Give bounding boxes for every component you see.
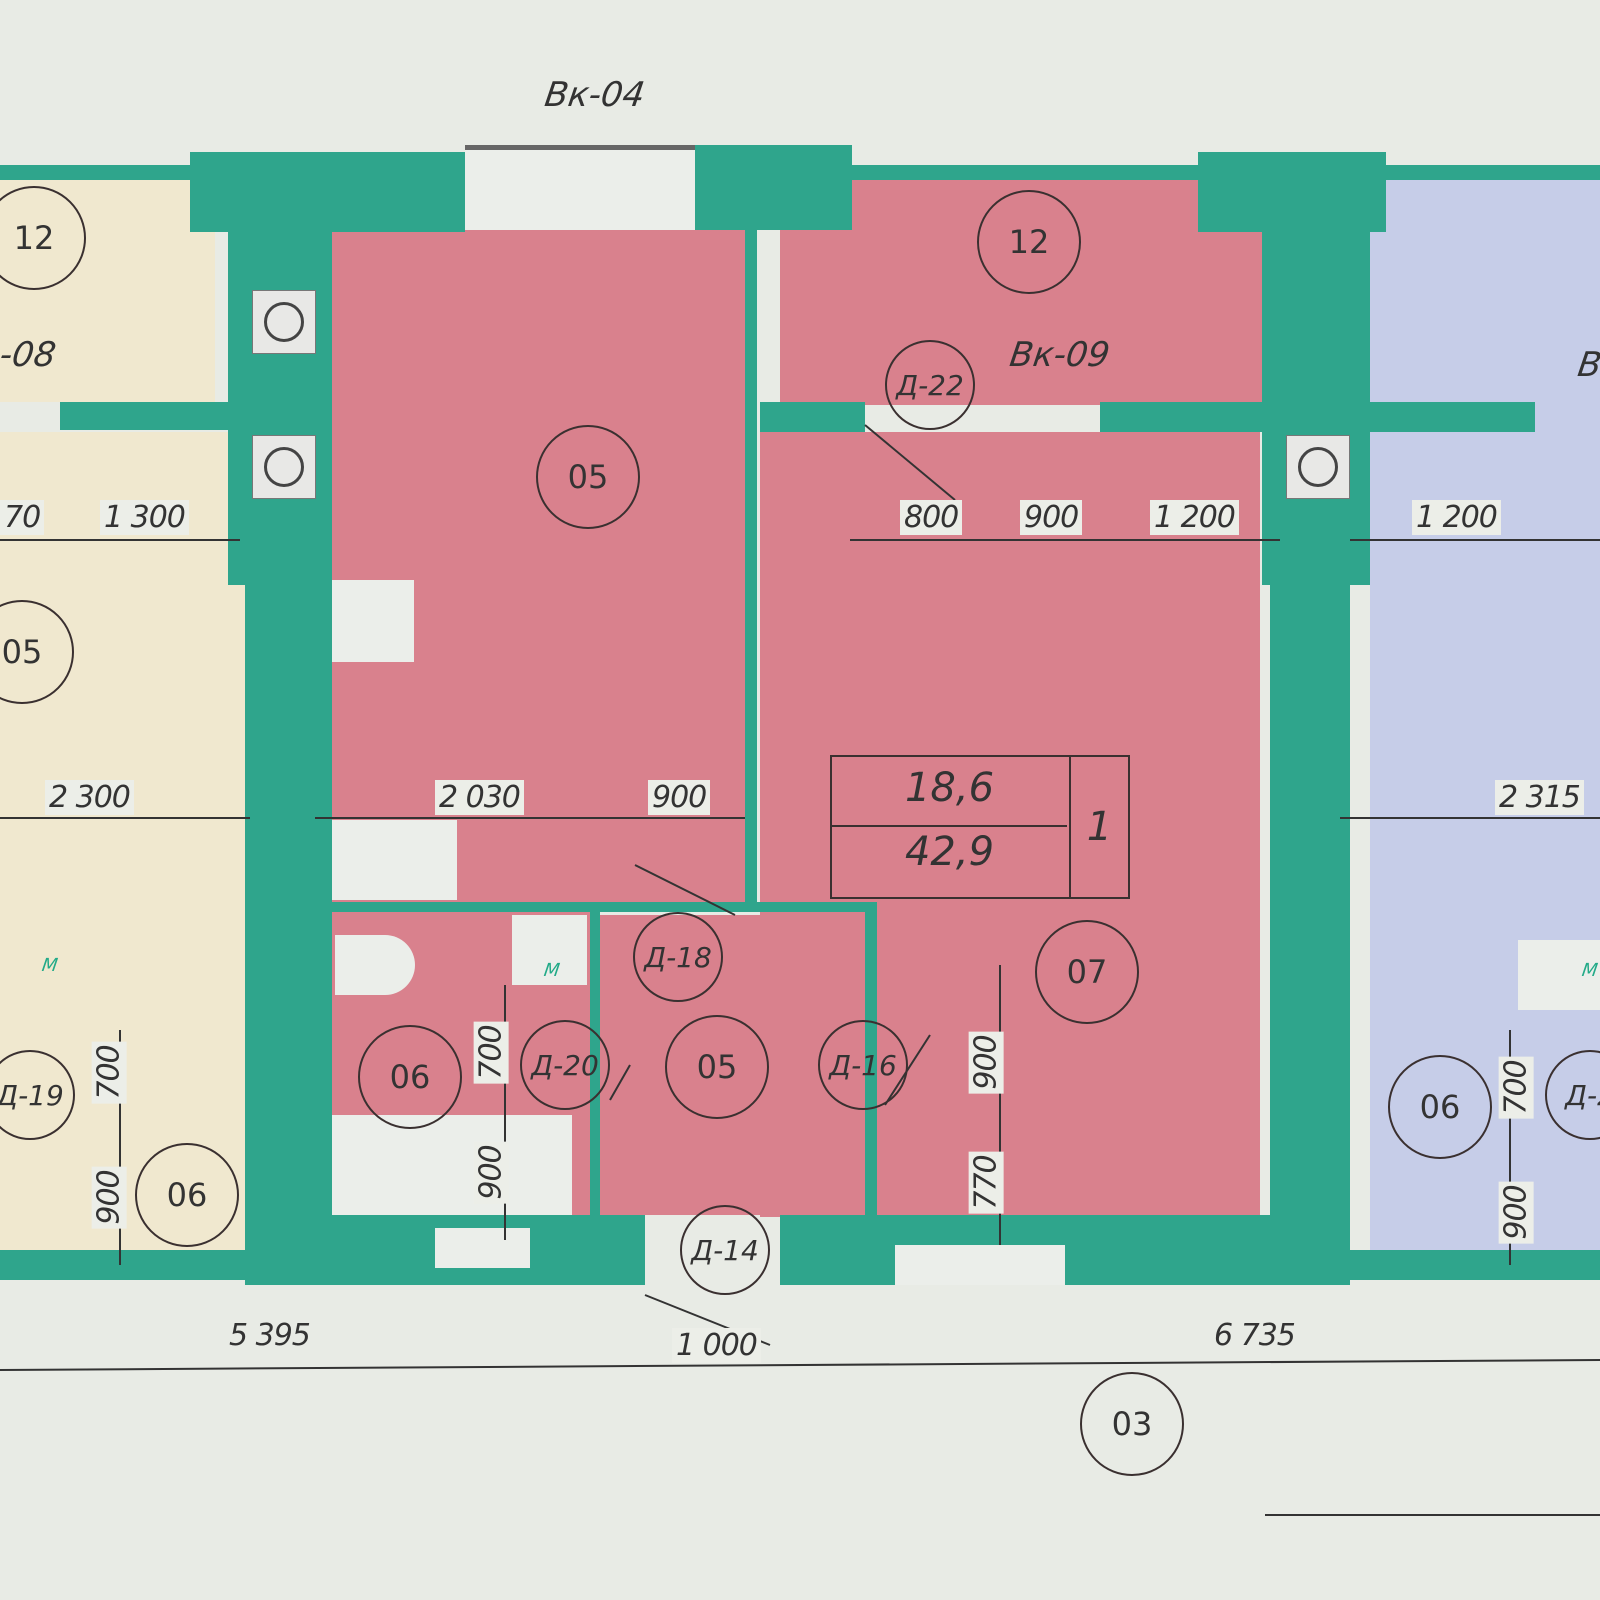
partition-left: [60, 402, 230, 430]
fixture-mark: М: [542, 960, 562, 981]
dimension: 800: [900, 500, 963, 535]
dimension: 700: [1498, 1056, 1534, 1119]
living-area: 18,6: [832, 765, 1067, 827]
partition-balcony: [760, 402, 865, 432]
left-party-wall: [228, 225, 332, 585]
apartment-area-box: 18,6 42,9 1: [830, 755, 1130, 899]
dimension: 900: [91, 1166, 127, 1229]
door-marker: Д-20: [520, 1020, 610, 1110]
vent-shaft-icon: [252, 290, 316, 354]
dimension: 2 300: [45, 780, 134, 815]
room-marker: 12: [0, 186, 86, 290]
bottom-wall-thin: [1345, 1250, 1600, 1280]
dimension: 900: [473, 1141, 509, 1204]
door-marker: Д-14: [680, 1205, 770, 1295]
wall-block: [190, 152, 465, 232]
room-marker: 03: [1080, 1372, 1184, 1476]
dimension: 2 315: [1495, 780, 1584, 815]
bathtub: [332, 1115, 572, 1215]
fixture: [332, 820, 457, 900]
right-party-wall: [1262, 225, 1370, 585]
interior-wall: [745, 225, 757, 910]
window-tag: Вк-04: [542, 75, 648, 115]
dimension: 900: [1498, 1181, 1534, 1244]
door-marker: Д-19: [0, 1050, 75, 1140]
door-marker: Д-22: [885, 340, 975, 430]
dimension: 5 395: [229, 1318, 311, 1353]
dimension: 1 300: [100, 500, 189, 535]
bottom-window: [895, 1245, 1065, 1285]
room-marker: 05: [665, 1015, 769, 1119]
dimension: 770: [968, 1151, 1004, 1214]
dimension: 700: [473, 1021, 509, 1084]
interior-wall: [332, 902, 877, 912]
room-marker: 12: [977, 190, 1081, 294]
room-marker: 06: [1388, 1055, 1492, 1159]
bottom-wall-thin: [0, 1250, 248, 1280]
fixture: [332, 580, 414, 662]
partition-right: [1370, 402, 1535, 432]
fixture-mark: М: [40, 955, 60, 976]
window-tag: Вк-09: [1007, 335, 1113, 375]
dimension: 900: [968, 1031, 1004, 1094]
dimension: 700: [91, 1041, 127, 1104]
partition-balcony: [1100, 402, 1262, 432]
door-marker: Д-16: [818, 1020, 908, 1110]
dimension: 1 200: [1150, 500, 1239, 535]
room-marker: 06: [135, 1143, 239, 1247]
fixture-mark: М: [1580, 960, 1600, 981]
window-tag: -08: [0, 335, 59, 375]
room-count: 1: [1069, 757, 1128, 897]
dimension: 1 000: [672, 1328, 761, 1363]
wall-block: [1198, 152, 1386, 232]
bottom-niche: [435, 1228, 530, 1268]
window-tag: В: [1575, 345, 1600, 385]
dimension: 1 200: [1412, 500, 1501, 535]
bottom-wall: [780, 1215, 1350, 1285]
vent-shaft-icon: [252, 435, 316, 499]
toilet: [335, 935, 415, 995]
dimension: 900: [1020, 500, 1083, 535]
room-marker: 06: [358, 1025, 462, 1129]
washer-fixture: [512, 915, 587, 985]
total-area: 42,9: [904, 829, 995, 875]
wall-block: [695, 145, 852, 230]
dimension: 2 030: [435, 780, 524, 815]
dimension: 70: [0, 500, 45, 535]
right-party-wall-lower: [1270, 585, 1350, 1285]
washer-fixture: [1518, 940, 1600, 1010]
room-marker: 07: [1035, 920, 1139, 1024]
door-marker: Д-18: [633, 912, 723, 1002]
dimension: 6 735: [1214, 1318, 1296, 1353]
left-party-wall-lower: [245, 585, 332, 1285]
dimension: 900: [648, 780, 711, 815]
window-vk04: [465, 145, 695, 230]
room-marker: 05: [536, 425, 640, 529]
vent-shaft-icon: [1286, 435, 1350, 499]
